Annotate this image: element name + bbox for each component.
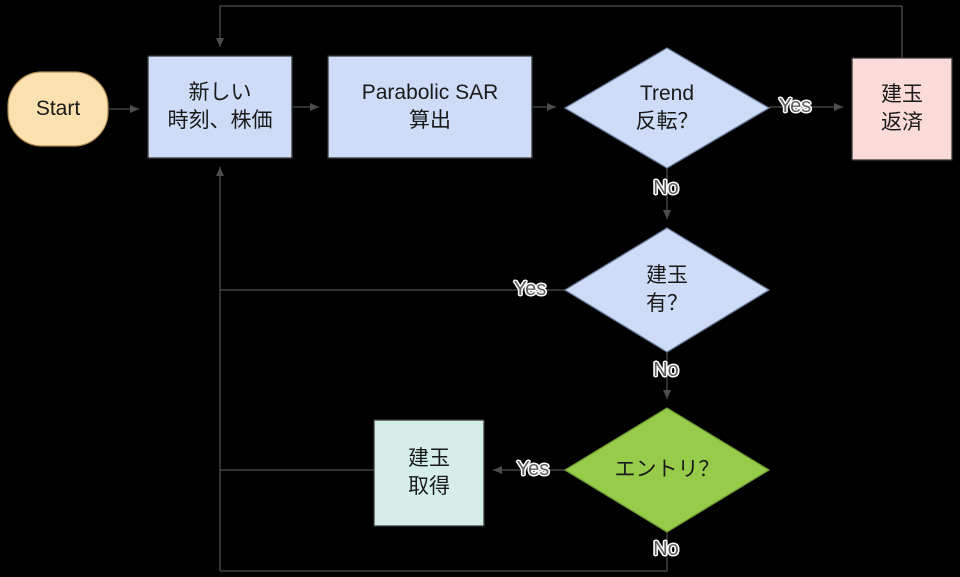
node-new-tick[interactable] [147, 55, 293, 159]
node-calc-sar[interactable] [327, 55, 533, 159]
node-entry[interactable] [563, 407, 771, 533]
edge-entry-no-to-rail [220, 532, 668, 572]
node-start[interactable] [7, 71, 109, 147]
node-has-position[interactable] [563, 227, 771, 353]
node-close-position[interactable] [851, 57, 953, 161]
node-trend-reverse[interactable] [563, 47, 771, 169]
edge-close-to-new-tick-loop [216, 5, 903, 58]
node-open-position[interactable] [373, 419, 485, 527]
